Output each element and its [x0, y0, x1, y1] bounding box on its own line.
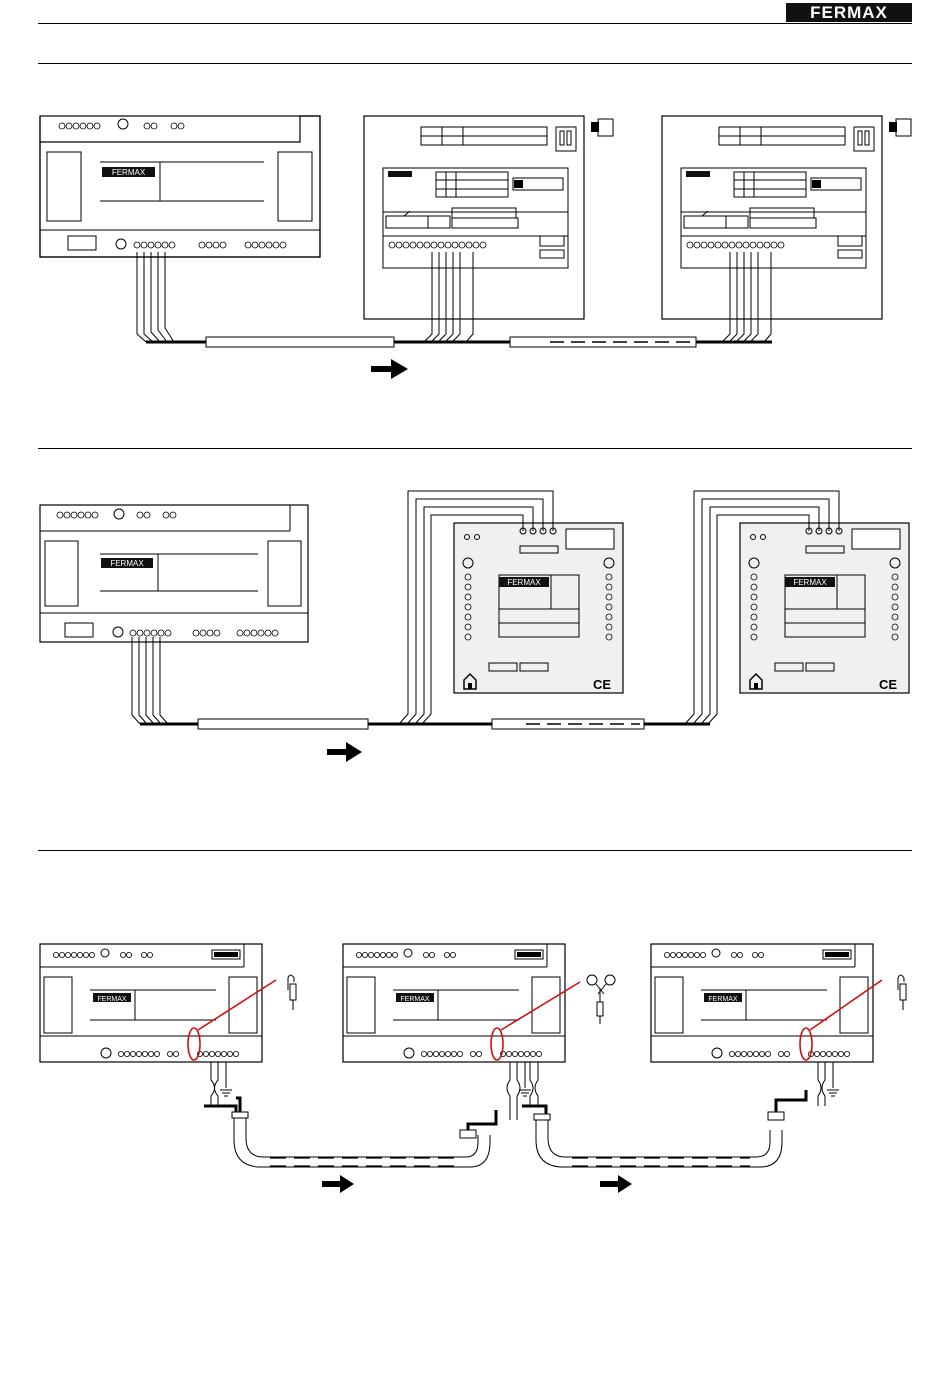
section-3-wiring-diagram: FERMAX FERMAX FERMAX — [0, 920, 950, 1250]
resistor-icon-1 — [288, 975, 296, 1010]
header-rule — [38, 23, 912, 24]
resistor-icon-2 — [898, 975, 906, 1010]
panel-brand-b: FERMAX — [793, 578, 827, 587]
section-2-wiring-diagram: FERMAX FERMAX CE FERMAX CE — [0, 449, 950, 849]
module-3b: FERMAX — [343, 944, 565, 1062]
ce-mark-a: CE — [593, 677, 611, 692]
ce-mark-b: CE — [879, 677, 897, 692]
module-brand-3a: FERMAX — [97, 996, 127, 1003]
door-panel-card-a: FERMAX CE — [454, 523, 623, 693]
door-panel-a — [364, 116, 613, 319]
module-brand-3c: FERMAX — [708, 996, 738, 1003]
section-1-cable — [137, 252, 772, 347]
flow-arrow-1 — [371, 359, 408, 379]
section-1-wiring-diagram: FERMAX — [0, 64, 950, 454]
door-panel-b — [662, 116, 911, 319]
module-brand: FERMAX — [112, 168, 146, 177]
flow-arrow-2 — [327, 742, 362, 762]
module-3c: FERMAX — [651, 944, 873, 1062]
scissors-icon — [587, 975, 615, 1024]
module-brand-3b: FERMAX — [400, 996, 430, 1003]
power-supply-module-2: FERMAX — [40, 505, 308, 642]
section-3-rule — [38, 850, 912, 851]
flow-arrow-3 — [322, 1175, 354, 1193]
module-3a: FERMAX — [40, 944, 262, 1062]
flow-arrow-4 — [600, 1175, 632, 1193]
panel-brand-a: FERMAX — [507, 578, 541, 587]
section-3-cable — [204, 1062, 839, 1167]
door-panel-card-b: FERMAX CE — [740, 523, 909, 693]
module-brand-2: FERMAX — [110, 559, 144, 568]
fermax-logo: FERMAX — [786, 3, 912, 22]
power-supply-module-1: FERMAX — [40, 116, 320, 257]
